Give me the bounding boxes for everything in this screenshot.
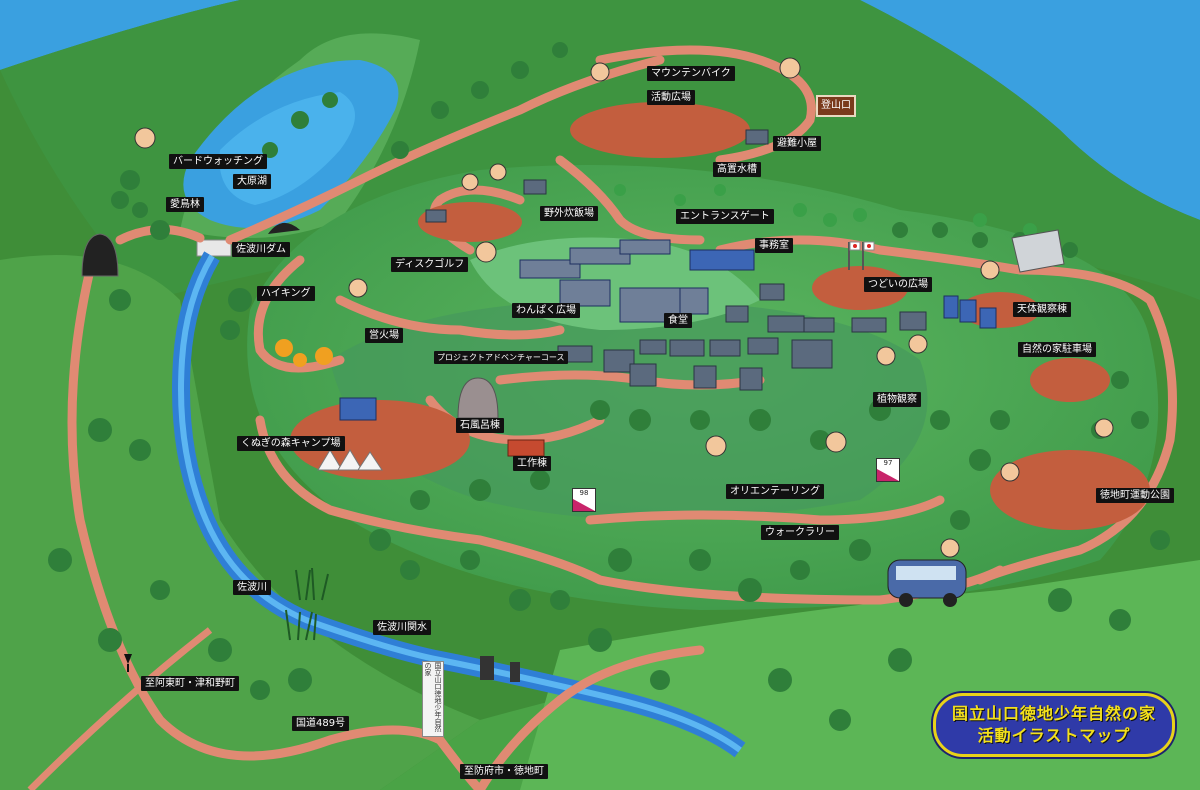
parking-area: [1030, 358, 1110, 402]
checkpoint-98: 98: [572, 488, 596, 512]
label-office: 事務室: [755, 238, 793, 253]
buildings: [339, 239, 997, 421]
label-activity-plaza: 活動広場: [647, 90, 695, 105]
label-bird-watching: バードウォッチング: [169, 154, 267, 169]
map-title-badge: 国立山口徳地少年自然の家 活動イラストマップ: [933, 693, 1175, 757]
tunnel-west: [81, 233, 119, 277]
label-shelter-hut: 避難小屋: [773, 136, 821, 151]
label-to-atou: 至阿東町・津和野町: [141, 676, 239, 691]
tents: [317, 449, 383, 471]
label-observatory: 天体観察棟: [1013, 302, 1071, 317]
cabins: [425, 129, 927, 391]
label-entrance-gate: エントランスゲート: [676, 209, 774, 224]
label-family-parking: 自然の家駐車場: [1018, 342, 1096, 357]
label-dining-hall: 食堂: [664, 313, 692, 328]
title-line2: 活動イラストマップ: [977, 726, 1131, 745]
label-disc-golf: ディスクゴルフ: [391, 257, 469, 272]
label-ohara-lake: 大原湖: [233, 174, 271, 189]
children-figures: [134, 57, 1114, 558]
label-to-hofu: 至防府市・徳地町: [460, 764, 548, 779]
title-line1: 国立山口徳地少年自然の家: [951, 704, 1156, 723]
label-sabagawa-dam: 佐波川ダム: [232, 242, 290, 257]
label-sabagawa: 佐波川: [233, 580, 271, 595]
label-campfire: 営火場: [365, 328, 403, 343]
trees: [48, 42, 1170, 731]
label-stone-bath: 石風呂棟: [456, 418, 504, 433]
label-hiking: ハイキング: [257, 286, 315, 301]
label-kunugi-camp: くぬぎの森キャンプ場: [237, 436, 345, 451]
label-wanpaku-plaza: わんぱく広場: [512, 303, 580, 318]
label-water-tank: 高置水槽: [713, 162, 761, 177]
sky-area-left: [0, 0, 240, 70]
label-plant-observation: 植物観察: [873, 392, 921, 407]
label-sabagawa-weir: 佐波川関水: [373, 620, 431, 635]
label-bird-forest: 愛鳥林: [166, 197, 204, 212]
trailhead-sign: 登山口: [816, 95, 856, 117]
label-mountain-bike: マウンテンバイク: [647, 66, 735, 81]
dam: [196, 239, 232, 257]
label-tsudoi-plaza: つどいの広場: [864, 277, 932, 292]
label-workshop: 工作棟: [513, 456, 551, 471]
label-outdoor-kitchen: 野外炊飯場: [540, 206, 598, 221]
roadside-sign: 国立山口徳地少年自然の家: [422, 661, 444, 737]
label-walk-rally: ウォークラリー: [761, 525, 839, 540]
label-orienteering: オリエンテーリング: [726, 484, 824, 499]
label-route489: 国道489号: [292, 716, 350, 731]
activity-plaza-area: [570, 102, 750, 158]
stone-bath-dome: [457, 377, 499, 419]
label-tokuji-park: 徳地町運動公園: [1096, 488, 1174, 503]
label-adventure-course: プロジェクトアドベンチャーコース: [434, 351, 568, 364]
checkpoint-97: 97: [876, 458, 900, 482]
park-area: [990, 450, 1150, 530]
reeds: [285, 567, 329, 641]
sky-area-right: [860, 0, 1200, 220]
